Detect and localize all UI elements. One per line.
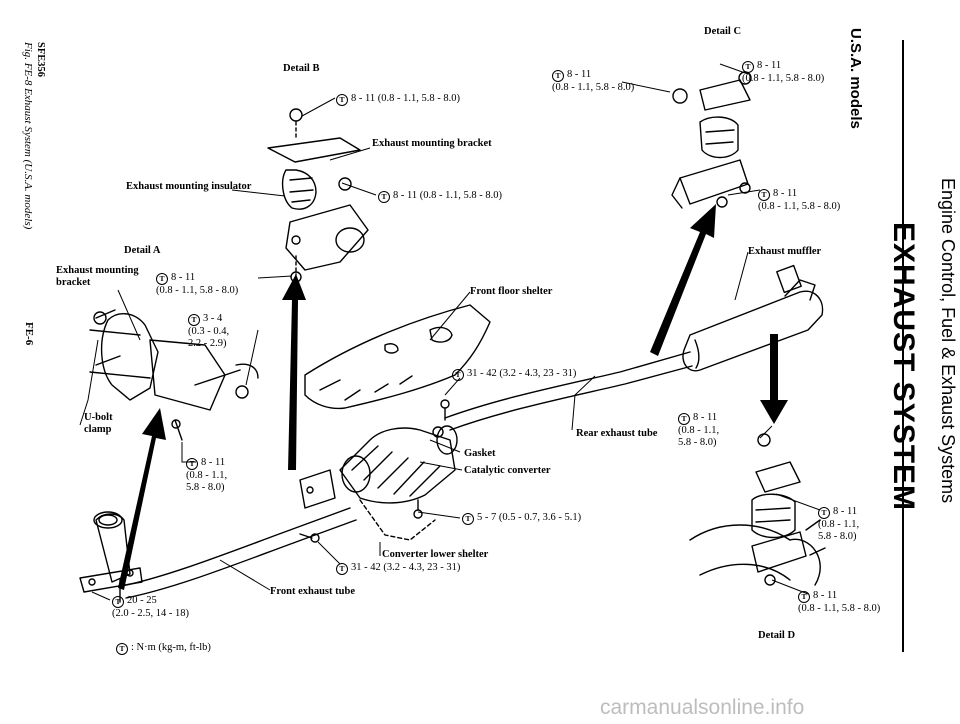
watermark-text: carmanualsonline.info [600, 696, 805, 719]
torque-icon: T [186, 458, 198, 470]
torque-icon: T [156, 273, 168, 285]
label-rear-exhaust-tube: Rear exhaust tube [576, 428, 658, 439]
flange-bolts-drawing [299, 399, 450, 543]
detail-a-arrow [118, 408, 166, 590]
torque-units-legend: T: N·m (kg-m, ft-lb) [116, 642, 211, 655]
label-exhaust-mounting-insulator: Exhaust mounting insulator [126, 181, 252, 192]
label-u-bolt-clamp: U-bolt clamp [84, 412, 113, 435]
torque-icon: T [336, 563, 348, 575]
torque-icon: T [818, 507, 830, 519]
torque-icon: T [798, 591, 810, 603]
detail-a-drawing [89, 309, 259, 441]
torque-icon: T [116, 643, 128, 655]
label-front-floor-shelter: Front floor shelter [470, 286, 553, 297]
torque-icon: T [462, 513, 474, 525]
torque-icon: T [188, 314, 200, 326]
label-exhaust-muffler: Exhaust muffler [748, 246, 822, 257]
detail-a-title: Detail A [124, 245, 161, 256]
torque-icon: T [552, 70, 564, 82]
detail-b-arrow [282, 274, 306, 470]
detail-d-arrow [760, 334, 788, 424]
detail-d-title: Detail D [758, 630, 796, 641]
torque-icon: T [678, 413, 690, 425]
label-exhaust-mounting-bracket-b: Exhaust mounting bracket [372, 138, 492, 149]
detail-c-arrow [650, 204, 716, 356]
label-converter-lower-shelter: Converter lower shelter [382, 549, 489, 560]
detail-arrows [118, 204, 788, 590]
label-catalytic-converter: Catalytic converter [464, 465, 551, 476]
header-divider [902, 40, 904, 652]
label-front-exhaust-tube: Front exhaust tube [270, 586, 355, 597]
torque-icon: T [112, 596, 124, 608]
leader-lines [79, 63, 821, 601]
detail-b-drawing [267, 108, 369, 283]
torque-icon: T [758, 189, 770, 201]
catalytic-converter-drawing [299, 425, 458, 509]
torque-icon: T [378, 191, 390, 203]
detail-b-title: Detail B [283, 63, 320, 74]
label-gasket: Gasket [464, 448, 496, 459]
label-exhaust-mounting-bracket-a: Exhaust mounting bracket [56, 265, 139, 288]
detail-c-drawing [671, 71, 752, 209]
detail-c-title: Detail C [704, 26, 742, 37]
front-floor-shelter-drawing [304, 304, 491, 410]
converter-lower-shelter-drawing [359, 499, 436, 541]
detail-d-drawing [689, 433, 826, 586]
rear-exhaust-tube-drawing [444, 351, 693, 431]
torque-icon: T [336, 94, 348, 106]
exhaust-muffler-drawing [682, 264, 824, 372]
torque-icon: T [452, 369, 464, 381]
torque-icon: T [742, 61, 754, 73]
